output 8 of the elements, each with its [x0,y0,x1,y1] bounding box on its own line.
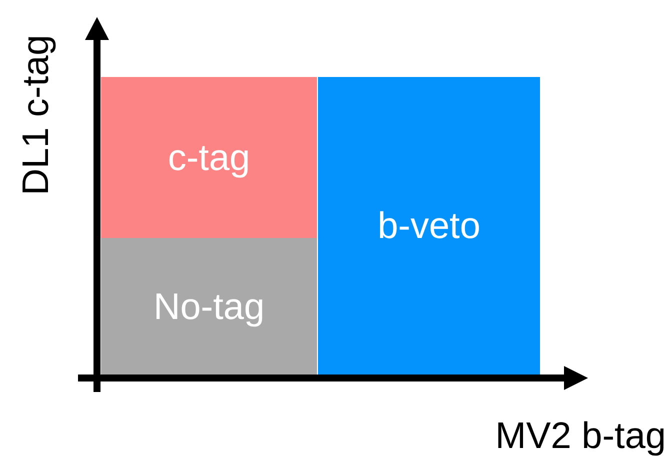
y-axis-label: DL1 c-tag [15,34,57,196]
region-label: b-veto [378,205,480,247]
region-label: c-tag [168,136,250,178]
region-label: No-tag [153,286,265,328]
x-axis-label: MV2 b-tag [495,415,666,457]
c-tag-region [101,77,317,238]
no-tag-region [101,238,317,375]
b-veto-region [318,77,540,375]
